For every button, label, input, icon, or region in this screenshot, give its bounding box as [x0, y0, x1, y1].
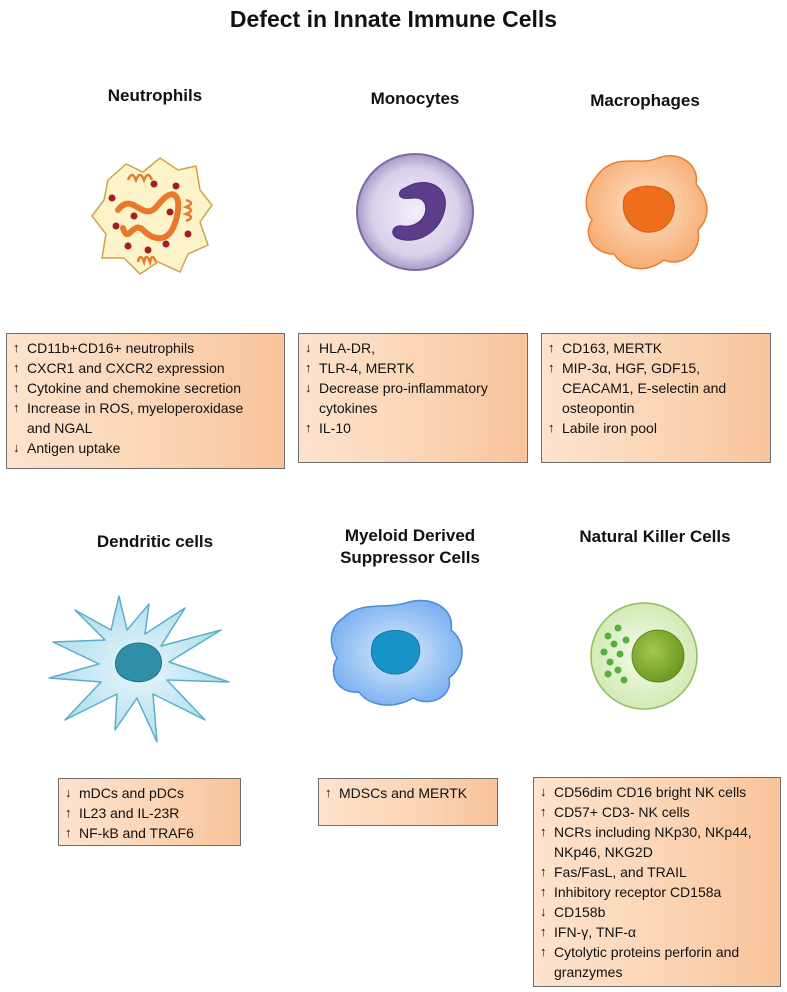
list-item: ↑IFN-γ, TNF-α — [540, 924, 636, 940]
list-item: ↑IL23 and IL-23R — [65, 805, 180, 821]
dendritic-title: Dendritic cells — [96, 532, 214, 551]
monocytes-title: Monocytes — [370, 89, 460, 108]
neutrophils-box: ↑CD11b+CD16+ neutrophils ↑CXCR1 and CXCR… — [6, 333, 285, 469]
list-item: ↑Cytokine and chemokine secretion — [13, 380, 242, 396]
arrow-down-icon: ↓ — [65, 785, 72, 800]
list-item: ↓mDCs and pDCs — [65, 785, 185, 801]
list-item-continuation: granzymes — [554, 964, 623, 980]
list-item: ↑NF-kB and TRAF6 — [65, 825, 194, 841]
arrow-up-icon: ↑ — [548, 420, 555, 435]
mdsc-cell-icon — [330, 599, 463, 706]
macrophage-cell-icon — [585, 155, 708, 270]
list-item: ↑CD11b+CD16+ neutrophils — [13, 340, 195, 356]
list-item-continuation: CEACAM1, E-selectin and — [562, 380, 727, 396]
arrow-up-icon: ↑ — [540, 824, 547, 839]
macrophages-title: Macrophages — [590, 91, 700, 110]
mdsc-box: ↑MDSCs and MERTK — [318, 778, 498, 826]
arrow-up-icon: ↑ — [548, 360, 555, 375]
arrow-up-icon: ↑ — [325, 785, 332, 800]
list-item: ↑Cytolytic proteins perforin and — [540, 944, 740, 960]
list-item-continuation: osteopontin — [562, 400, 635, 416]
arrow-up-icon: ↑ — [540, 804, 547, 819]
macrophages-box: ↑CD163, MERTK ↑MIP-3α, HGF, GDF15, CEACA… — [541, 333, 771, 463]
list-item: ↓CD158b — [540, 904, 606, 920]
neutrophil-cell-icon — [91, 157, 213, 275]
list-item: ↑TLR-4, MERTK — [305, 360, 415, 376]
arrow-up-icon: ↑ — [305, 420, 312, 435]
arrow-down-icon: ↓ — [540, 784, 547, 799]
list-item-continuation: cytokines — [319, 400, 378, 416]
list-item: ↓CD56dim CD16 bright NK cells — [540, 784, 747, 800]
arrow-up-icon: ↑ — [540, 884, 547, 899]
arrow-up-icon: ↑ — [13, 340, 20, 355]
arrow-down-icon: ↓ — [540, 904, 547, 919]
list-item: ↑Inhibitory receptor CD158a — [540, 884, 722, 900]
list-item: ↑Labile iron pool — [548, 420, 657, 436]
nk-box: ↓CD56dim CD16 bright NK cells ↑CD57+ CD3… — [533, 777, 781, 987]
figure-title: Defect in Innate Immune Cells — [229, 6, 558, 32]
list-item-continuation: and NGAL — [27, 420, 93, 436]
arrow-up-icon: ↑ — [13, 360, 20, 375]
nk-cell-icon — [590, 602, 698, 710]
arrow-down-icon: ↓ — [305, 380, 312, 395]
mdsc-title-line2: Suppressor Cells — [340, 548, 480, 567]
arrow-down-icon: ↓ — [305, 340, 312, 355]
arrow-up-icon: ↑ — [540, 924, 547, 939]
arrow-up-icon: ↑ — [13, 380, 20, 395]
list-item: ↑CXCR1 and CXCR2 expression — [13, 360, 225, 376]
list-item: ↑IL-10 — [305, 420, 351, 436]
arrow-down-icon: ↓ — [13, 440, 20, 455]
list-item: ↑NCRs including NKp30, NKp44, — [540, 824, 752, 840]
list-item-continuation: NKp46, NKG2D — [554, 844, 653, 860]
list-item: ↑MDSCs and MERTK — [325, 785, 468, 801]
nk-title: Natural Killer Cells — [579, 527, 731, 546]
monocyte-cell-icon — [356, 153, 474, 271]
list-item: ↓HLA-DR, — [305, 340, 376, 356]
mdsc-title-line1: Myeloid Derived — [344, 526, 476, 545]
list-item: ↑Increase in ROS, myeloperoxidase — [13, 400, 244, 416]
dendritic-cell-icon — [48, 595, 230, 743]
arrow-up-icon: ↑ — [540, 944, 547, 959]
arrow-up-icon: ↑ — [548, 340, 555, 355]
monocytes-box: ↓HLA-DR, ↑TLR-4, MERTK ↓Decrease pro-inf… — [298, 333, 528, 463]
list-item: ↑Fas/FasL, and TRAIL — [540, 864, 687, 880]
arrow-up-icon: ↑ — [65, 825, 72, 840]
list-item: ↓Antigen uptake — [13, 440, 121, 456]
arrow-up-icon: ↑ — [65, 805, 72, 820]
dendritic-box: ↓mDCs and pDCs ↑IL23 and IL-23R ↑NF-kB a… — [58, 778, 241, 846]
mdsc-title: Myeloid Derived Suppressor Cells — [300, 525, 520, 569]
list-item: ↑CD163, MERTK — [548, 340, 663, 356]
list-item: ↑CD57+ CD3- NK cells — [540, 804, 690, 820]
arrow-up-icon: ↑ — [305, 360, 312, 375]
arrow-up-icon: ↑ — [540, 864, 547, 879]
arrow-up-icon: ↑ — [13, 400, 20, 415]
list-item: ↑MIP-3α, HGF, GDF15, — [548, 360, 701, 376]
neutrophils-title: Neutrophils — [107, 86, 203, 105]
list-item: ↓Decrease pro-inflammatory — [305, 380, 488, 396]
